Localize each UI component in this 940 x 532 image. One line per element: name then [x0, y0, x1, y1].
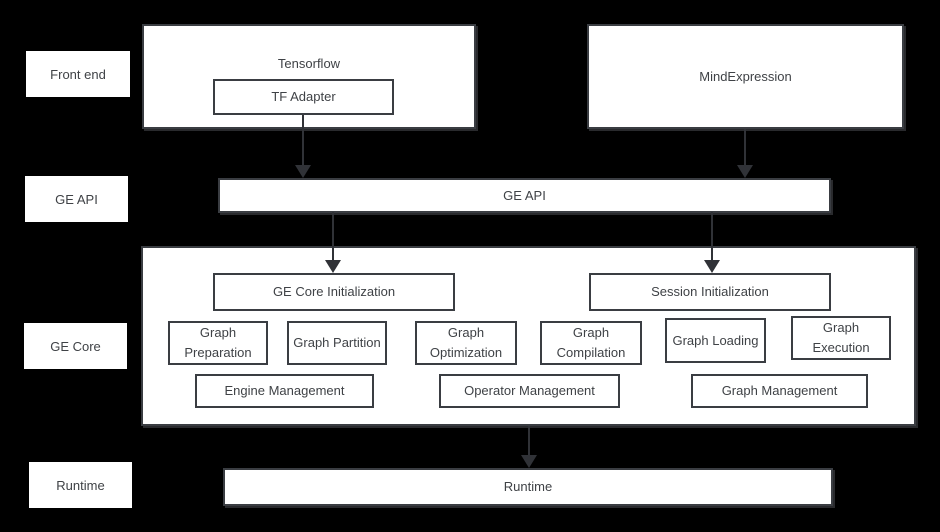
ge-api-label: GE API: [503, 187, 546, 203]
runtime-bar: Runtime: [223, 468, 833, 506]
arrow-ge-api-to-ge-core-initialization: [325, 212, 341, 273]
operator-management-box: Operator Management: [439, 374, 620, 408]
arrow-down-icon: [325, 260, 341, 273]
ge-core-initialization-box: GE Core Initialization: [213, 273, 455, 311]
graph-preparation-box: Graph Preparation: [168, 321, 268, 365]
session-initialization-box: Session Initialization: [589, 273, 831, 311]
runtime-label: Runtime: [503, 479, 553, 494]
arrow-line: [744, 129, 746, 165]
engine-management-box: Engine Management: [195, 374, 374, 408]
graph-management-box: Graph Management: [691, 374, 868, 408]
graph-optimization-box: Graph Optimization: [415, 321, 517, 365]
arrow-line: [711, 212, 713, 260]
layer-label-ge-core: GE Core: [24, 323, 127, 369]
graph-execution-label: Graph Execution: [812, 320, 870, 355]
graph-preparation-label: Graph Preparation: [184, 325, 252, 360]
graph-compilation-box: Graph Compilation: [540, 321, 642, 365]
graph-compilation-label: Graph Compilation: [556, 325, 626, 360]
graph-loading-label: Graph Loading: [672, 332, 759, 348]
graph-loading-box: Graph Loading: [665, 318, 766, 363]
arrow-down-icon: [295, 165, 311, 178]
arrow-line: [332, 212, 334, 260]
layer-label-runtime: Runtime: [29, 462, 132, 508]
layer-label-ge-api: GE API: [25, 176, 128, 222]
mind-expression-label: MindExpression: [699, 68, 792, 84]
tf-adapter-label: TF Adapter: [271, 89, 336, 104]
tensorflow-label: Tensorflow: [277, 56, 341, 71]
layer-label-text: GE Core: [50, 338, 101, 354]
graph-execution-box: Graph Execution: [791, 316, 891, 360]
tf-adapter-box: TF Adapter: [213, 79, 394, 115]
ge-core-initialization-label: GE Core Initialization: [272, 284, 396, 299]
arrow-tf-adapter-to-ge-api: [295, 115, 311, 178]
arrow-ge-api-to-session-initialization: [704, 212, 720, 273]
operator-management-label: Operator Management: [464, 383, 595, 398]
graph-partition-label: Graph Partition: [293, 335, 381, 350]
engine-management-label: Engine Management: [224, 383, 345, 398]
graph-optimization-label: Graph Optimization: [429, 325, 503, 360]
arrow-line: [528, 426, 530, 455]
tensorflow-box: Tensorflow TF Adapter: [142, 24, 476, 129]
graph-management-label: Graph Management: [721, 383, 838, 398]
mind-expression-box: MindExpression: [587, 24, 904, 129]
layer-label-front-end: Front end: [26, 51, 130, 97]
session-initialization-label: Session Initialization: [651, 284, 769, 299]
graph-partition-box: Graph Partition: [287, 321, 387, 365]
arrow-down-icon: [737, 165, 753, 178]
arrow-ge-core-to-runtime: [521, 426, 537, 468]
layer-label-text: Front end: [50, 66, 106, 82]
arrow-mind-expression-to-ge-api: [737, 129, 753, 178]
ge-api-bar: GE API: [218, 178, 831, 213]
layer-label-text: GE API: [55, 191, 98, 207]
arrow-down-icon: [521, 455, 537, 468]
arrow-line: [302, 115, 304, 165]
arrow-down-icon: [704, 260, 720, 273]
ge-core-box: GE Core Initialization Session Initializ…: [141, 246, 916, 426]
layer-label-text: Runtime: [56, 477, 105, 493]
